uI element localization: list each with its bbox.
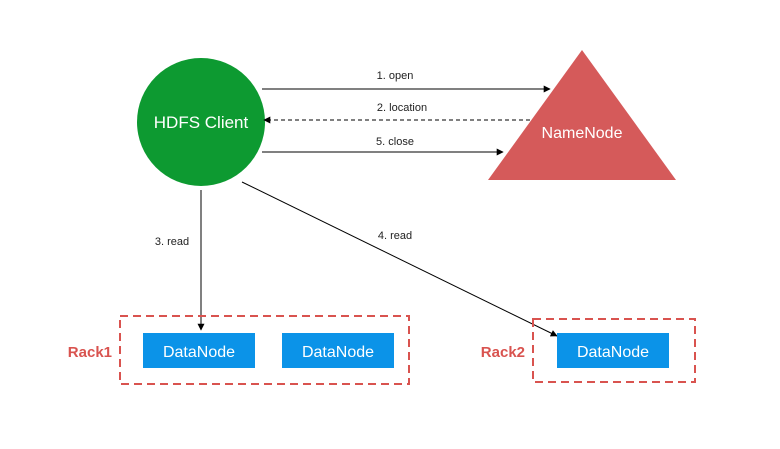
edge-open-label: 1. open [377,70,414,82]
edge-open: 1. open [262,70,551,93]
datanode-3-label: DataNode [577,344,649,361]
edge-read-4-line [241,181,558,337]
datanode-1-label: DataNode [163,344,235,361]
hdfs-client-circle [137,58,265,186]
rack1-border [119,315,410,385]
edge-close-label: 5. close [376,136,414,148]
edge-read-3: 3. read [155,190,205,331]
rack2-border [532,318,696,383]
datanode-1: DataNode [143,333,255,368]
hdfs-client-label: HDFS Client [154,113,249,132]
edge-close: 5. close [262,136,504,156]
edge-read-4: 4. read [241,181,558,337]
datanode-2: DataNode [282,333,394,368]
edge-read-4-label: 4. read [378,230,412,242]
datanode-3: DataNode [557,333,669,368]
namenode-triangle [488,50,676,180]
datanode-3-box [557,333,669,368]
namenode-node: NameNode [488,50,676,180]
edge-location: 2. location [263,102,530,124]
datanode-2-box [282,333,394,368]
rack2-label: Rack2 [481,344,525,361]
hdfs-client-node: HDFS Client [137,58,265,186]
rack1-label: Rack1 [68,344,112,361]
edge-read-3-label: 3. read [155,236,189,248]
rack2: Rack2 DataNode [481,318,696,383]
datanode-2-label: DataNode [302,344,374,361]
datanode-1-box [143,333,255,368]
rack1: Rack1 DataNode DataNode [68,315,410,385]
edge-location-label: 2. location [377,102,427,114]
namenode-label: NameNode [542,125,623,142]
